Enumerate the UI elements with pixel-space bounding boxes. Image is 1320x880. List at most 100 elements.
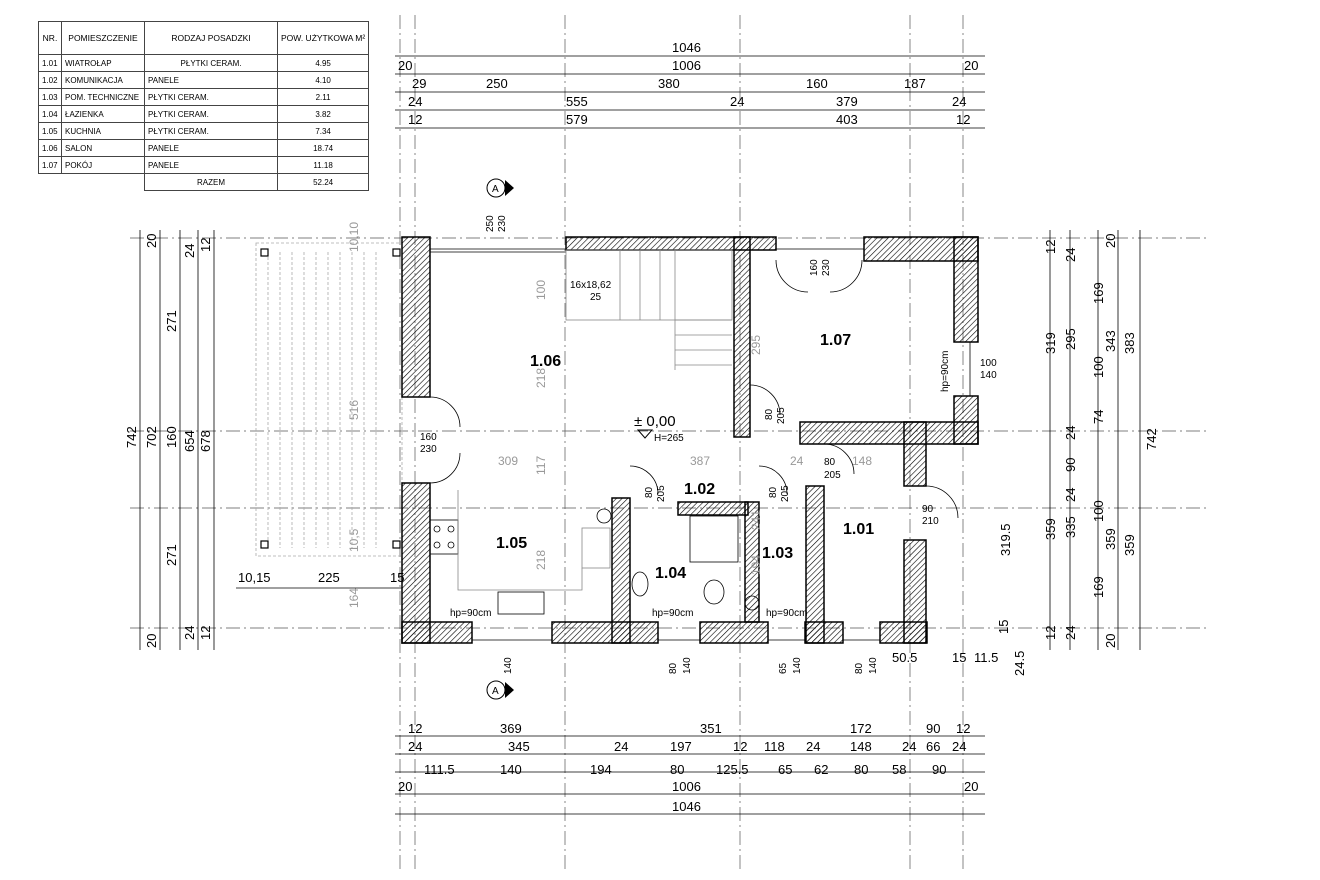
dim-terrace-bottom: 225 <box>318 570 340 585</box>
dim-entrance: 15 <box>996 620 1011 634</box>
dim-bottom-3: 80 <box>670 762 684 777</box>
opening-width: 80 <box>764 408 775 420</box>
dim-bottom-2: 24 <box>902 739 916 754</box>
dim-bottom-1: 12 <box>408 721 422 736</box>
dim-bottom-2: 118 <box>764 739 785 754</box>
dim-right-2: 90 <box>1063 458 1078 472</box>
dim-terrace-bottom: 10,15 <box>238 570 271 585</box>
total-value: 52.24 <box>276 173 370 191</box>
dim-top-4: 379 <box>836 94 858 109</box>
dim-top-2: 1006 <box>672 58 701 73</box>
dimension-lines-right <box>1049 230 1141 650</box>
dim-bottom-3: 140 <box>500 762 522 777</box>
header-nr: NR. <box>38 21 62 55</box>
dimension-lines-left <box>139 230 215 650</box>
opening-height: 140 <box>868 657 879 674</box>
opening-width: 160 <box>809 259 820 276</box>
dim-right-4: 20 <box>1103 234 1118 248</box>
dim-right-3: 169 <box>1091 282 1106 304</box>
stairs-label: 16x18,62 <box>570 280 612 291</box>
level-triangle-icon <box>636 429 654 439</box>
dim-bottom-3: 90 <box>932 762 946 777</box>
dim-top-4: 24 <box>408 94 422 109</box>
dim-bottom-4: 20 <box>964 779 978 794</box>
dim-bottom-3: 194 <box>590 762 612 777</box>
room-label-1-03: 1.03 <box>762 545 793 562</box>
dim-terrace: 164 <box>347 588 361 608</box>
dim-top-5: 579 <box>566 112 588 127</box>
dimension-lines-bottom <box>395 735 985 815</box>
dim-right-5: 359 <box>1122 534 1137 556</box>
column-post <box>260 540 269 549</box>
dim-top-3: 29 <box>412 76 426 91</box>
dim-interior: 100 <box>534 280 548 300</box>
dim-right-3: 100 <box>1091 500 1106 522</box>
dim-right-2: 24 <box>1063 626 1078 640</box>
room-label-1-01: 1.01 <box>843 521 874 538</box>
opening-height: 140 <box>682 657 693 674</box>
cell-room: POKÓJ <box>61 156 145 174</box>
opening-width: 80 <box>644 486 655 498</box>
opening-height: 205 <box>780 485 791 502</box>
dim-top-5: 403 <box>836 112 858 127</box>
dim-left-2: 20 <box>144 234 159 248</box>
opening-width: 100 <box>980 358 997 369</box>
section-marker-label: A <box>492 686 499 697</box>
dim-left-5: 12 <box>198 626 213 640</box>
opening-height: 230 <box>420 444 437 455</box>
dim-interior: 241 <box>749 510 763 530</box>
dim-bottom-3: 65 <box>778 762 792 777</box>
dim-bottom-2: 197 <box>670 739 692 754</box>
dim-interior: 309 <box>498 454 518 468</box>
dim-top-5: 12 <box>408 112 422 127</box>
dim-entrance: 319.5 <box>998 523 1013 556</box>
dim-right-1: 12 <box>1043 626 1058 640</box>
dim-right-1: 12 <box>1043 240 1058 254</box>
dim-bottom-2: 345 <box>508 739 530 754</box>
dim-top-3: 160 <box>806 76 828 91</box>
hp-label: hp=90cm <box>450 608 491 619</box>
dim-right-5: 383 <box>1122 332 1137 354</box>
room-schedule-table: NR. POMIESZCZENIE RODZAJ POSADZKI POW. U… <box>38 21 370 191</box>
dim-left-5: 12 <box>198 238 213 252</box>
dim-terrace: 516 <box>347 400 361 420</box>
dim-right-2: 335 <box>1063 516 1078 538</box>
opening-width: 160 <box>420 432 437 443</box>
stairs-sub: 25 <box>590 292 602 303</box>
dim-top-3: 250 <box>486 76 508 91</box>
opening-height: 140 <box>503 657 514 674</box>
column-post <box>260 248 269 257</box>
opening-height: 140 <box>792 657 803 674</box>
dim-right-2: 24 <box>1063 426 1078 440</box>
dim-bottom-4: 20 <box>398 779 412 794</box>
dim-terrace: 10,10 <box>347 222 361 252</box>
opening-height: 230 <box>497 215 508 232</box>
dim-top-2: 20 <box>964 58 978 73</box>
dim-left-3: 271 <box>164 544 179 566</box>
section-marker-label: A <box>492 184 499 195</box>
opening-width: 80 <box>668 662 679 674</box>
dim-bottom-2: 24 <box>952 739 966 754</box>
room-label-1-07: 1.07 <box>820 332 851 349</box>
hp-label: hp=90cm <box>940 351 951 392</box>
dim-terrace-bottom: 15 <box>390 570 404 585</box>
dim-right-3: 74 <box>1091 410 1106 424</box>
dim-interior: 24 <box>790 454 804 468</box>
dim-entrance: 11.5 <box>974 650 998 665</box>
dim-right-3: 100 <box>1091 356 1106 378</box>
dim-top-4: 24 <box>730 94 744 109</box>
room-label-1-02: 1.02 <box>684 481 715 498</box>
opening-width: 65 <box>778 662 789 674</box>
dim-left-1: 742 <box>124 426 139 448</box>
section-marker-top: A <box>486 178 514 198</box>
dim-left-2: 20 <box>144 634 159 648</box>
terrace-outline <box>255 242 403 557</box>
hp-label: hp=90cm <box>652 608 693 619</box>
dim-left-3: 160 <box>164 426 179 448</box>
opening-width: 80 <box>854 662 865 674</box>
dim-right-1: 319 <box>1043 332 1058 354</box>
opening-height: 205 <box>776 407 787 424</box>
dim-right-2: 295 <box>1063 328 1078 350</box>
